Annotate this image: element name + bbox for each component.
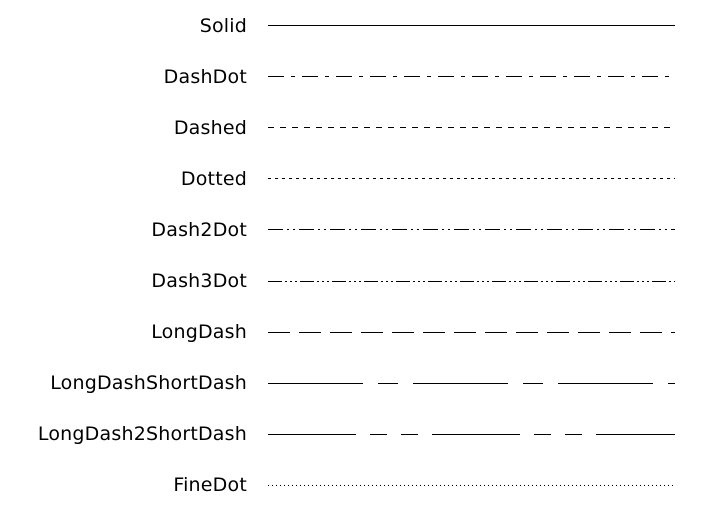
line-sample <box>268 280 675 282</box>
line-style-row: LongDashShortDash <box>0 358 705 409</box>
line-style-row: Dash2Dot <box>0 204 705 255</box>
line-style-row: Dotted <box>0 153 705 204</box>
line-style-label: Solid <box>199 14 247 37</box>
line-style-label: FineDot <box>173 474 247 497</box>
line-style-row: LongDash2ShortDash <box>0 409 705 460</box>
line-style-label: DashDot <box>163 65 247 88</box>
line-style-row: DashDot <box>0 51 705 102</box>
line-style-label: LongDash <box>151 321 247 344</box>
line-style-label: LongDashShortDash <box>50 372 247 395</box>
line-sample <box>268 484 675 486</box>
line-sample <box>268 331 675 333</box>
line-style-row: Dashed <box>0 102 705 153</box>
line-sample <box>268 76 675 78</box>
line-sample <box>268 25 675 27</box>
line-style-row: LongDash <box>0 307 705 358</box>
line-style-label: Dotted <box>180 167 247 190</box>
line-sample <box>268 229 675 231</box>
line-style-label: Dash2Dot <box>151 218 247 241</box>
line-sample <box>268 433 675 435</box>
line-style-label: Dash3Dot <box>151 270 247 293</box>
line-style-row: FineDot <box>0 460 705 511</box>
line-style-label: LongDash2ShortDash <box>37 423 247 446</box>
line-sample <box>268 178 675 180</box>
line-style-row: Dash3Dot <box>0 256 705 307</box>
line-sample <box>268 127 675 129</box>
line-sample <box>268 382 675 384</box>
line-style-row: Solid <box>0 0 705 51</box>
line-style-label: Dashed <box>173 116 247 139</box>
